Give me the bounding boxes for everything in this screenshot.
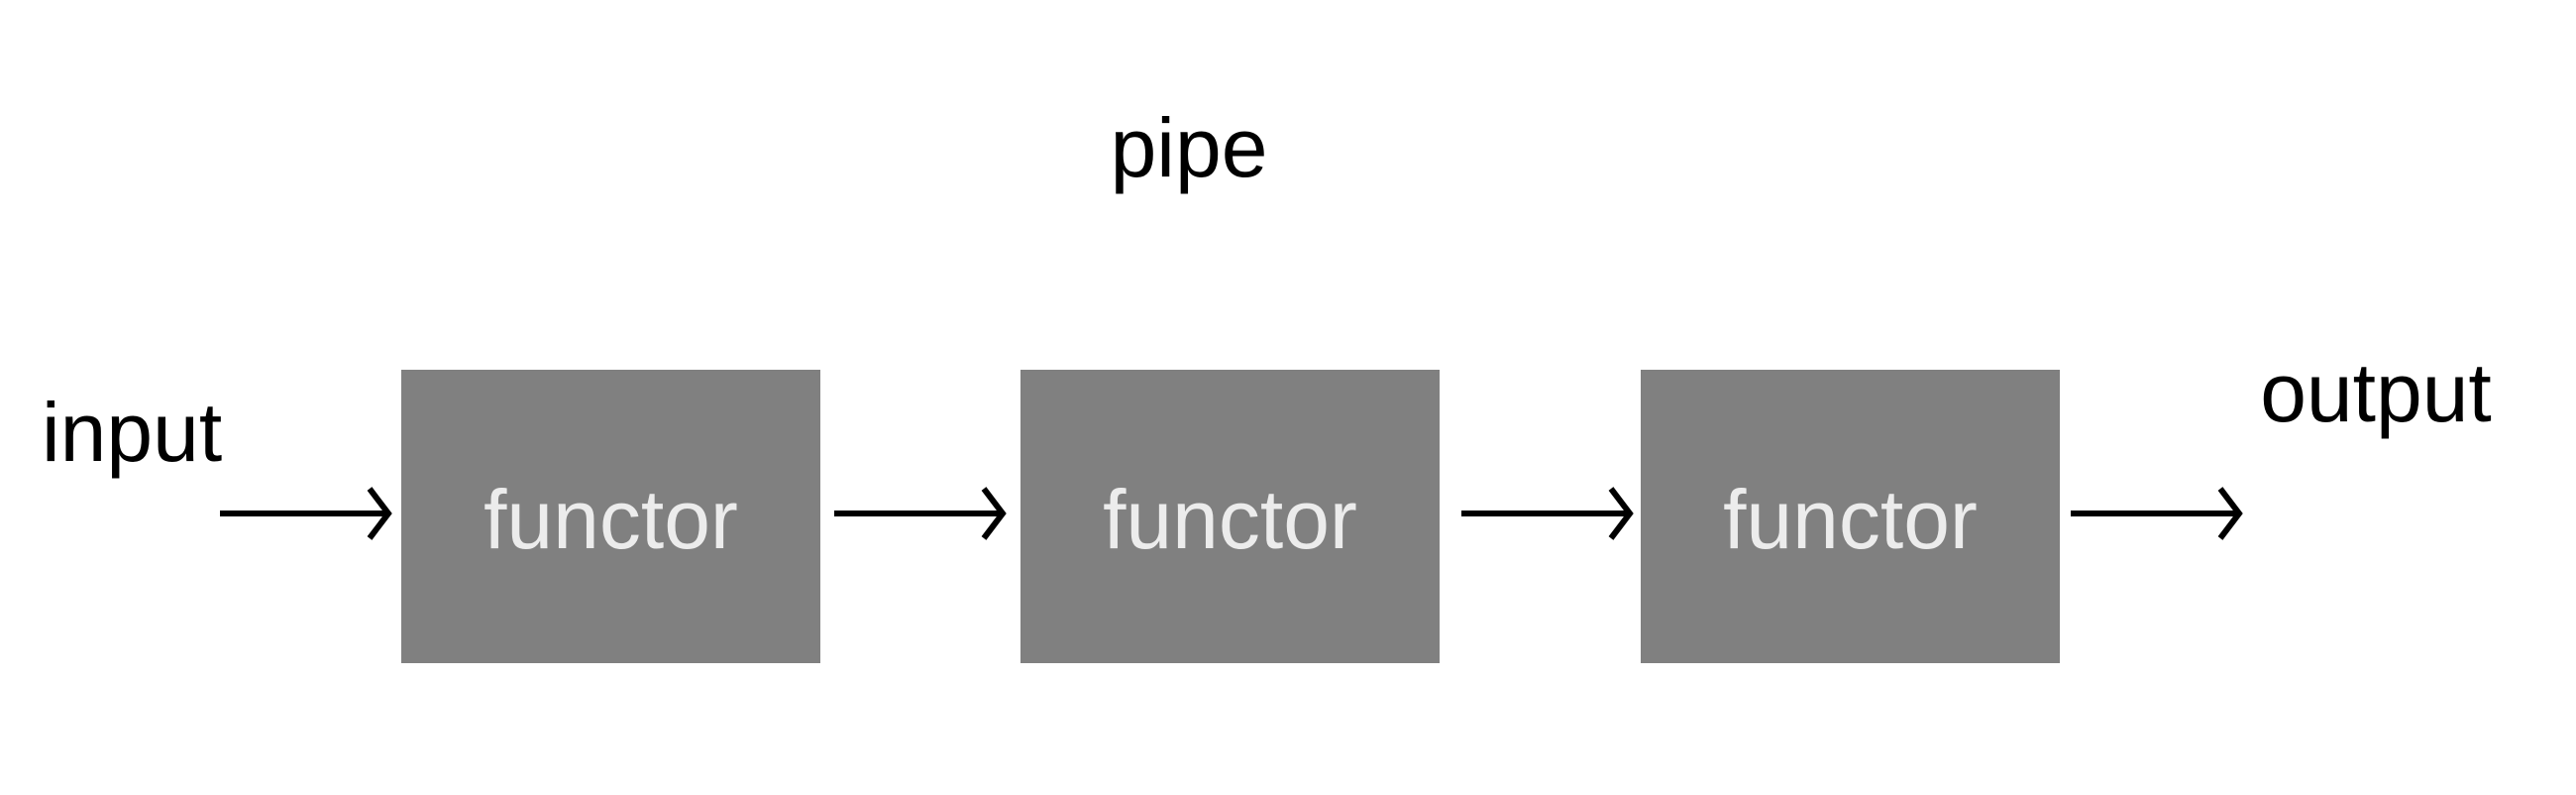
stage-box-2: functor <box>1020 370 1440 663</box>
arrow-input-to-stage-1 <box>220 487 392 540</box>
stage-box-3: functor <box>1641 370 2060 663</box>
arrow-stage-1-to-stage-2 <box>834 487 1007 540</box>
stage-box-1-rect <box>401 370 820 663</box>
arrow-stage-3-to-output <box>2071 487 2243 540</box>
arrow-stage-2-to-stage-3-head <box>1608 487 1634 540</box>
arrow-input-to-stage-1-head <box>367 487 392 540</box>
arrow-stage-2-to-stage-3 <box>1461 487 1634 540</box>
arrow-stage-1-to-stage-2-head <box>981 487 1007 540</box>
output-label: output <box>2260 346 2492 439</box>
stage-box-2-rect <box>1020 370 1440 663</box>
diagram-title: pipe <box>1111 101 1268 194</box>
stage-box-3-label: functor <box>1723 473 1978 566</box>
stage-box-1-label: functor <box>483 473 738 566</box>
arrow-stage-3-to-output-head <box>2217 487 2243 540</box>
stage-box-1: functor <box>401 370 820 663</box>
stage-box-2-label: functor <box>1103 473 1357 566</box>
stage-box-3-rect <box>1641 370 2060 663</box>
input-label: input <box>42 386 222 479</box>
